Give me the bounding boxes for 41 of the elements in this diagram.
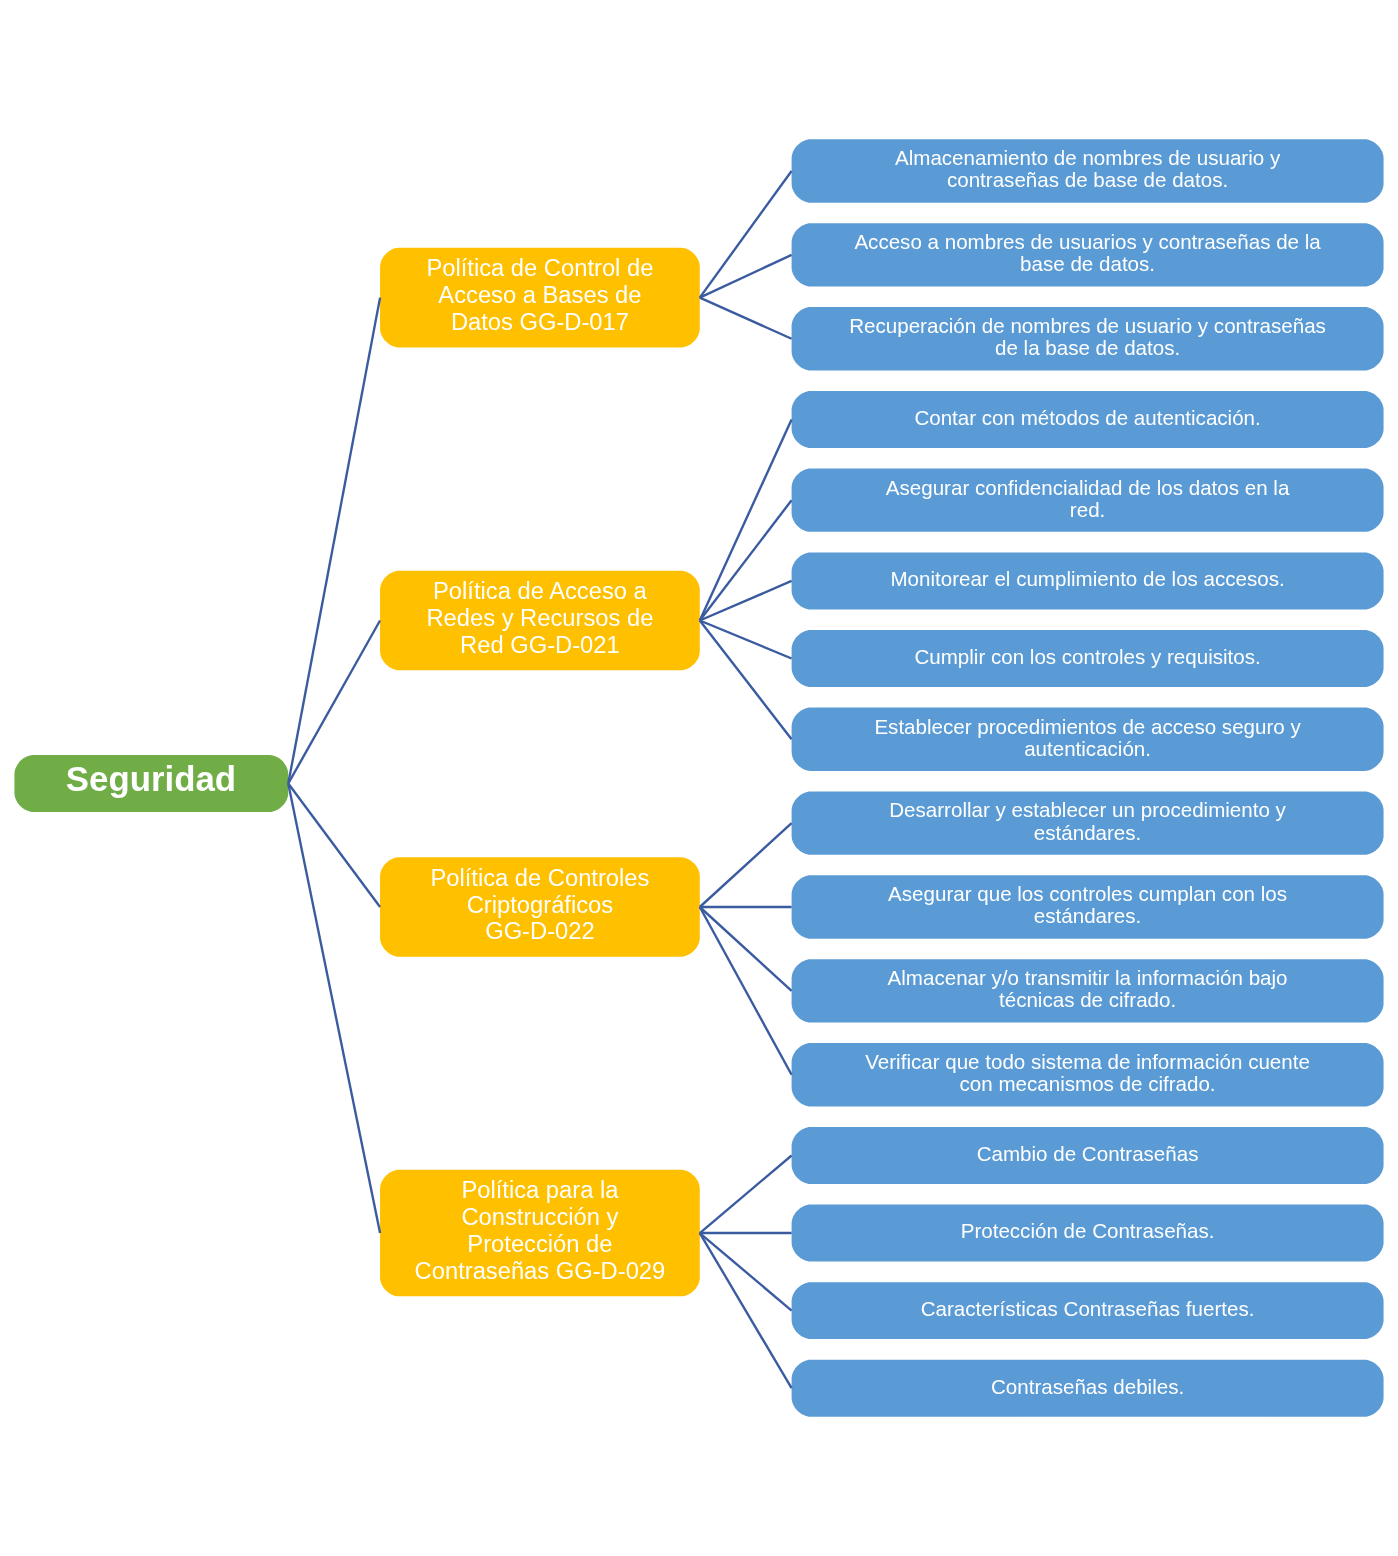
connector	[698, 170, 793, 299]
node-box: Almacenamiento de nombres de usuario y contraseñas de base de datos.	[791, 139, 1384, 203]
connector	[287, 783, 382, 1234]
connector	[699, 822, 793, 908]
connector	[287, 297, 382, 784]
connector	[699, 906, 793, 992]
connector	[699, 579, 793, 622]
node-box: Desarrollar y establecer un procedimiento y estándares.	[791, 791, 1384, 855]
connector	[699, 1232, 793, 1312]
connector	[699, 296, 793, 340]
connector	[698, 906, 793, 1076]
connector	[699, 253, 793, 299]
node-box: Contar con métodos de autenticación.	[791, 391, 1384, 448]
connector	[698, 419, 793, 621]
node-box: Almacenar y/o transmitir la información bajo técnicas de cifrado.	[791, 959, 1384, 1023]
connector	[698, 499, 793, 622]
node-box: Política para la Construcción y Protección de Contraseñas GG-D-029	[380, 1169, 700, 1297]
connector	[699, 1231, 792, 1235]
connector	[699, 1154, 793, 1234]
connector	[698, 1232, 793, 1389]
node-box: Política de Control de Acceso a Bases de Datos GG-D-017	[380, 247, 700, 348]
node-box: Protección de Contraseñas.	[791, 1204, 1384, 1262]
node-box: Establecer procedimientos de acceso seguro y autenticación.	[791, 707, 1384, 771]
connector	[699, 619, 793, 660]
node-box: Recuperación de nombres de usuario y contraseñas de la base de datos.	[791, 307, 1384, 371]
connector	[287, 782, 381, 908]
connector	[699, 905, 792, 909]
connector	[287, 619, 382, 785]
node-box: Política de Acceso a Redes y Recursos de Red GG-D-021	[380, 570, 700, 671]
connector	[698, 619, 793, 740]
node-box: Cumplir con los controles y requisitos.	[791, 630, 1384, 687]
node-box: Cambio de Contraseñas	[791, 1127, 1384, 1184]
node-box: Características Contraseñas fuertes.	[791, 1282, 1384, 1340]
node-box: Monitorear el cumplimiento de los accesos.	[791, 552, 1384, 610]
node-box: Asegurar confidencialidad de los datos en la red.	[791, 468, 1384, 532]
node-box: Acceso a nombres de usuarios y contraseñas de la base de datos.	[791, 223, 1384, 287]
node-box: Contraseñas debiles.	[791, 1359, 1384, 1417]
node-box: Seguridad	[14, 755, 289, 813]
node-box: Política de Controles Criptográficos GG-D-022	[380, 857, 700, 957]
node-box: Asegurar que los controles cumplan con los estándares.	[791, 875, 1384, 939]
node-box: Verificar que todo sistema de información cuente con mecanismos de cifrado.	[791, 1043, 1384, 1107]
